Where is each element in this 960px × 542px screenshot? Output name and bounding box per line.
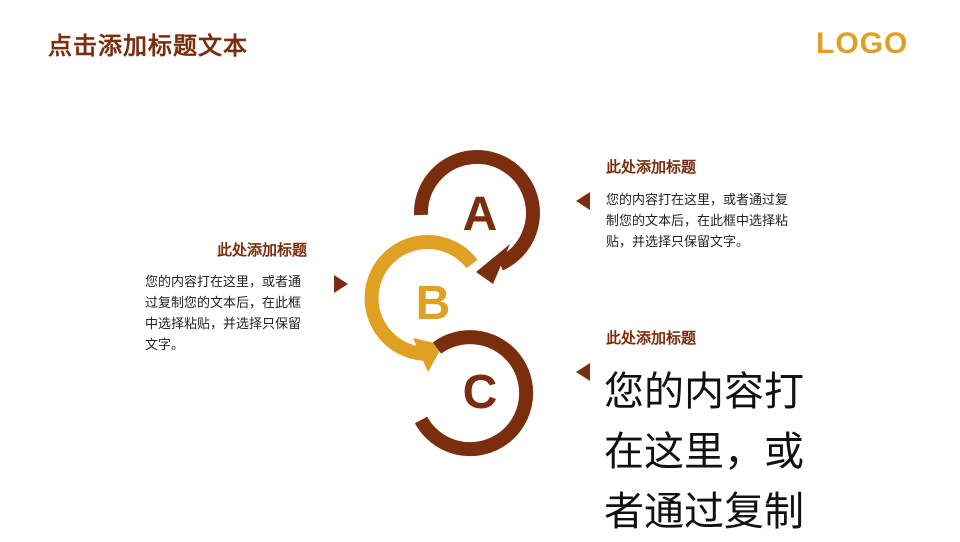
block-a-line: 贴，并选择只保留文字。 <box>606 235 750 250</box>
block-a-body: 您的内容打在这里，或者通过复 制您的文本后，在此框中选择粘 贴，并选择只保留文字… <box>606 190 826 253</box>
block-c-heading: 此处添加标题 <box>606 329 697 347</box>
block-b-heading: 此处添加标题 <box>217 241 308 259</box>
block-a-heading: 此处添加标题 <box>606 158 697 176</box>
arrow-head-b <box>413 338 443 372</box>
block-b-body: 您的内容打在这里，或者通 过复制您的文本后，在此框 中选择粘贴，并选择只保留 文… <box>145 272 330 356</box>
pointer-c-icon <box>576 363 590 381</box>
block-b-line: 您的内容打在这里，或者通 <box>145 275 302 290</box>
node-letter-b: B <box>416 277 451 330</box>
block-c-line: 您的内容打 <box>604 369 804 415</box>
pointer-b-icon <box>334 275 348 293</box>
block-b-line: 文字。 <box>145 338 185 353</box>
pointer-a-icon <box>576 192 590 210</box>
block-b-line: 过复制您的文本后，在此框 <box>145 296 302 311</box>
node-letter-c: C <box>463 366 498 419</box>
logo: LOGO <box>816 27 909 60</box>
arrow-head-a <box>476 244 510 284</box>
block-c-body: 您的内容打 在这里，或 者通过复制 <box>604 362 834 542</box>
node-letter-a: A <box>463 188 498 241</box>
page-title: 点击添加标题文本 <box>48 32 248 60</box>
block-a-line: 制您的文本后，在此框中选择粘 <box>606 214 789 229</box>
arc-c <box>414 330 534 457</box>
block-a-line: 您的内容打在这里，或者通过复 <box>606 193 789 208</box>
block-c-line: 者通过复制 <box>604 489 804 535</box>
arc-a <box>413 150 540 271</box>
arc-b <box>364 235 478 361</box>
block-c-line: 在这里，或 <box>604 429 804 475</box>
block-b-line: 中选择粘贴，并选择只保留 <box>145 317 302 332</box>
